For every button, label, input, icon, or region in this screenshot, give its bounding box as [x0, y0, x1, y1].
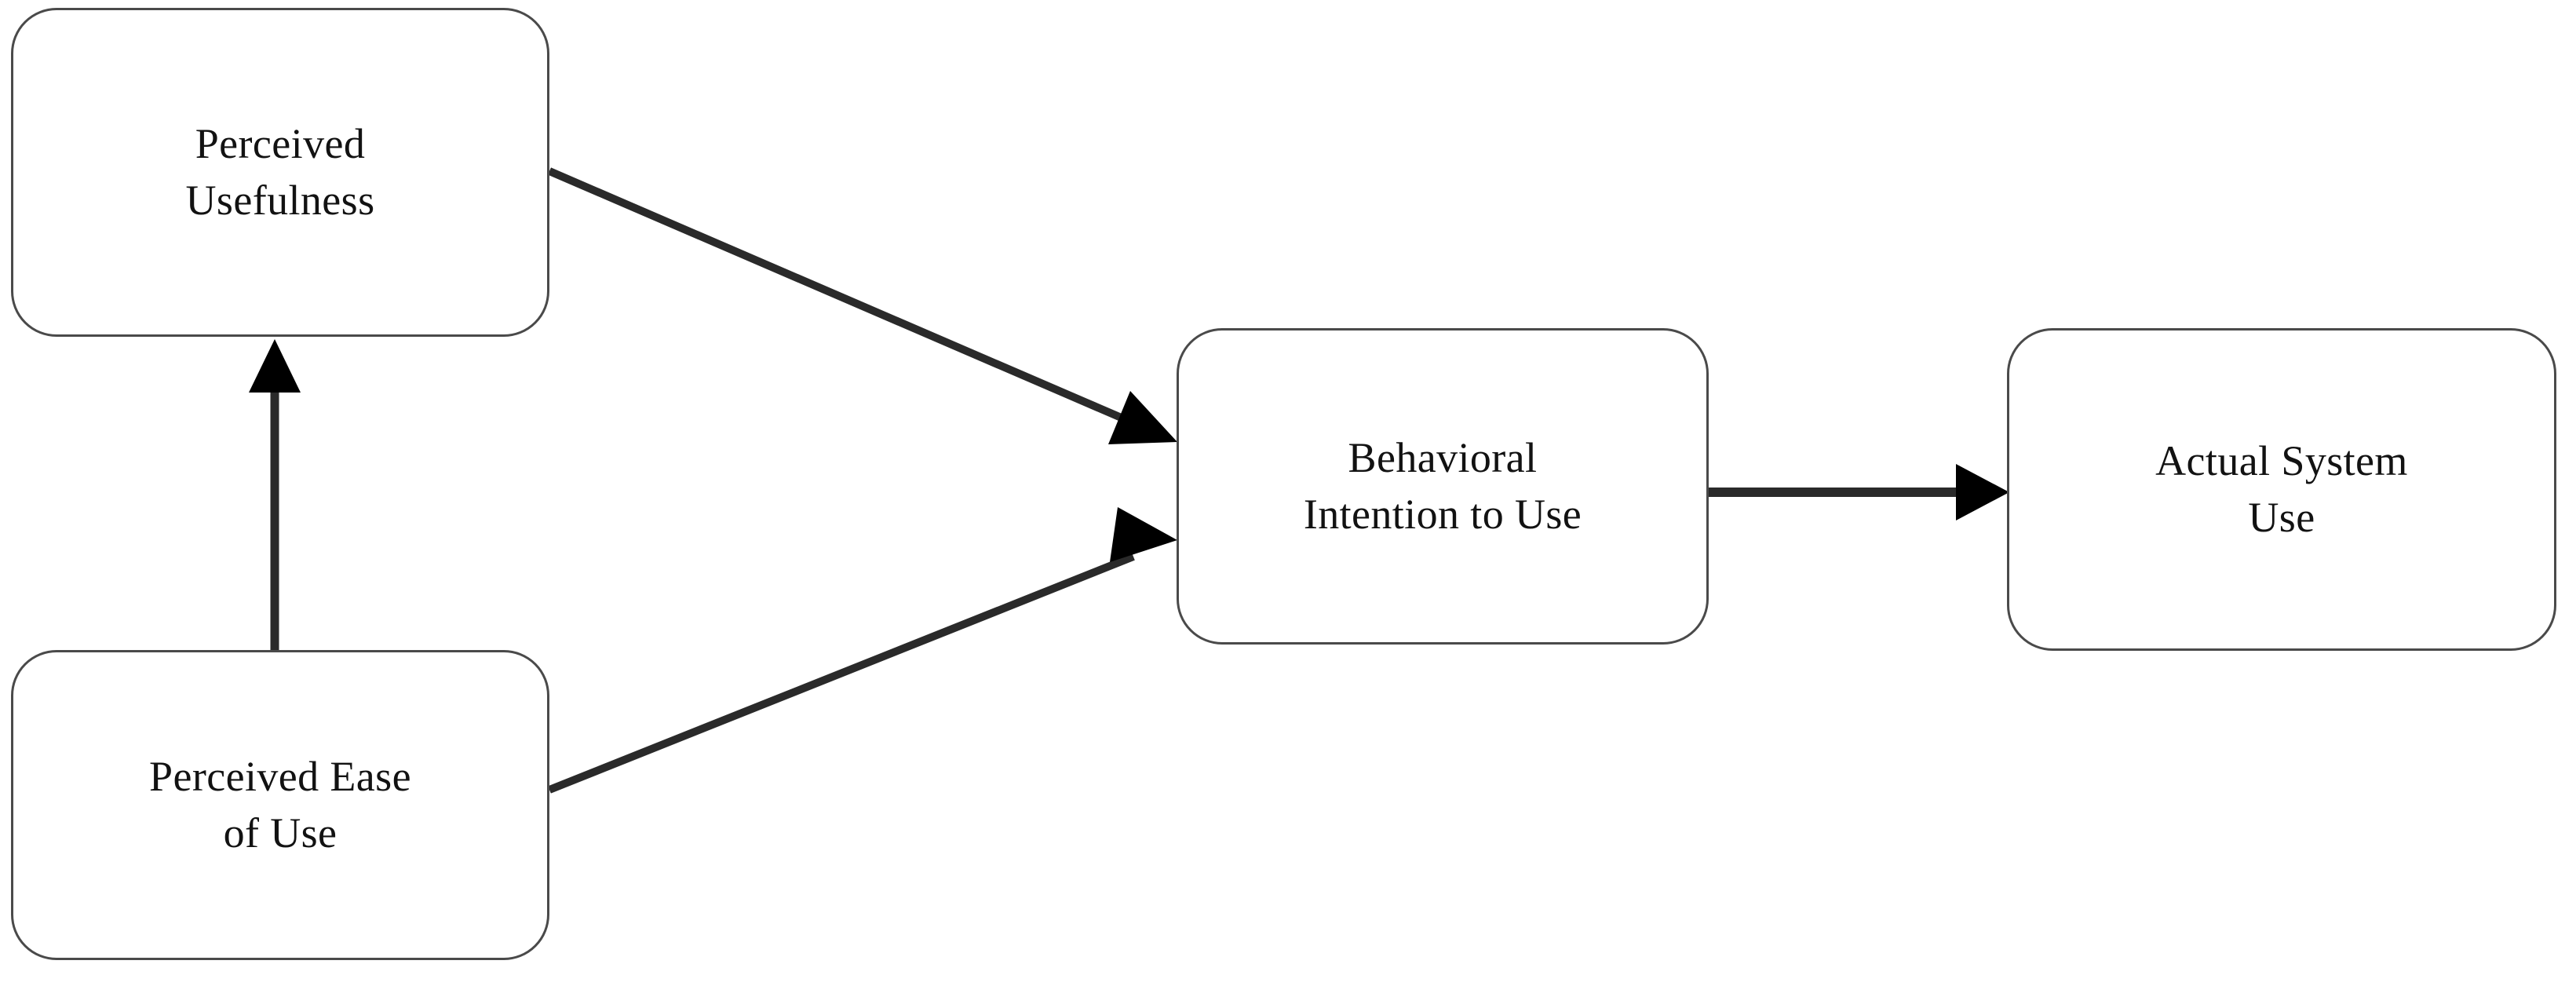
node-behavioral-intention-to-use-label: Behavioral Intention to Use [1303, 434, 1582, 538]
node-behavioral-intention-to-use[interactable]: Behavioral Intention to Use [1177, 328, 1709, 645]
edge-peou-to-pu [249, 339, 301, 652]
node-actual-system-use[interactable]: Actual System Use [2007, 328, 2556, 651]
node-perceived-usefulness[interactable]: Perceived Usefulness [11, 8, 549, 337]
node-perceived-ease-of-use[interactable]: Perceived Ease of Use [11, 650, 549, 960]
node-perceived-usefulness-label: Perceived Usefulness [185, 120, 375, 224]
node-perceived-ease-of-use-label: Perceived Ease of Use [149, 753, 411, 856]
node-actual-system-use-label: Actual System Use [2155, 437, 2408, 541]
edge-pu-to-bi [548, 167, 1177, 444]
edge-bi-to-asu [1709, 464, 2009, 520]
edge-peou-to-bi [548, 507, 1177, 794]
